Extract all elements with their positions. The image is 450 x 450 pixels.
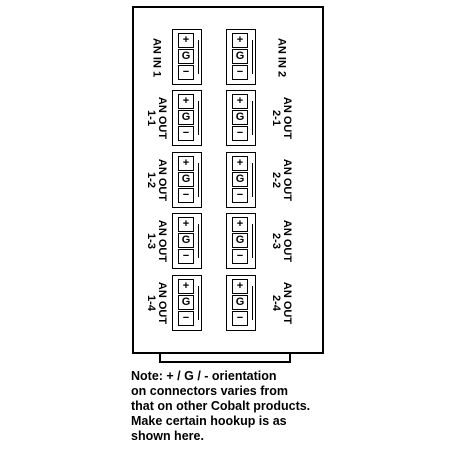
connector-an-out-1-1: + G − (172, 90, 202, 146)
pin-ground: G (178, 172, 194, 187)
pin-plus: + (232, 279, 248, 294)
connector-tab (198, 224, 202, 258)
connector-tab (198, 163, 202, 197)
pin-minus: − (178, 249, 194, 264)
connector-an-out-1-2: + G − (172, 152, 202, 208)
pin-ground: G (178, 49, 194, 64)
orientation-note: Note: + / G / - orientation on connector… (131, 369, 431, 444)
pin-plus: + (178, 217, 194, 232)
pin-plus: + (178, 33, 194, 48)
label-an-in-1: AN IN 1 (150, 37, 163, 78)
note-line: shown here. (131, 429, 204, 443)
connector-tab (198, 40, 202, 74)
pin-minus: − (178, 311, 194, 326)
connector-an-out-2-3: + G − (226, 213, 256, 269)
pin-plus: + (178, 94, 194, 109)
connector-tab (252, 101, 256, 135)
note-line: Note: + / G / - orientation (131, 369, 277, 383)
pin-plus: + (178, 279, 194, 294)
pin-ground: G (178, 295, 194, 310)
pin-plus: + (232, 217, 248, 232)
connector-an-out-1-3: + G − (172, 213, 202, 269)
label-an-in-2: AN IN 2 (275, 37, 288, 78)
connector-an-out-1-4: + G − (172, 275, 202, 331)
pin-ground: G (232, 233, 248, 248)
pin-ground: G (232, 295, 248, 310)
pin-minus: − (178, 126, 194, 141)
pin-minus: − (178, 65, 194, 80)
note-line: Make certain hookup is as (131, 414, 287, 428)
connector-an-in-2: + G − (226, 29, 256, 85)
connector-an-out-2-1: + G − (226, 90, 256, 146)
connector-tab (198, 101, 202, 135)
connector-an-out-2-4: + G − (226, 275, 256, 331)
pin-ground: G (232, 49, 248, 64)
pin-plus: + (232, 33, 248, 48)
connector-tab (198, 286, 202, 320)
pin-plus: + (178, 156, 194, 171)
connector-tab (252, 163, 256, 197)
pin-minus: − (232, 249, 248, 264)
connector-an-out-2-2: + G − (226, 152, 256, 208)
connector-tab (252, 40, 256, 74)
pin-minus: − (232, 65, 248, 80)
pin-plus: + (232, 94, 248, 109)
pin-plus: + (232, 156, 248, 171)
note-line: that on other Cobalt products. (131, 399, 311, 413)
connector-tab (252, 286, 256, 320)
pin-minus: − (178, 188, 194, 203)
pin-ground: G (232, 172, 248, 187)
note-line: on connectors varies from (131, 384, 288, 398)
panel-bottom-lip (159, 354, 291, 363)
pin-ground: G (178, 233, 194, 248)
pin-minus: − (232, 311, 248, 326)
pin-minus: − (232, 126, 248, 141)
pin-ground: G (178, 110, 194, 125)
connector-an-in-1: + G − (172, 29, 202, 85)
pin-minus: − (232, 188, 248, 203)
connector-tab (252, 224, 256, 258)
pin-ground: G (232, 110, 248, 125)
